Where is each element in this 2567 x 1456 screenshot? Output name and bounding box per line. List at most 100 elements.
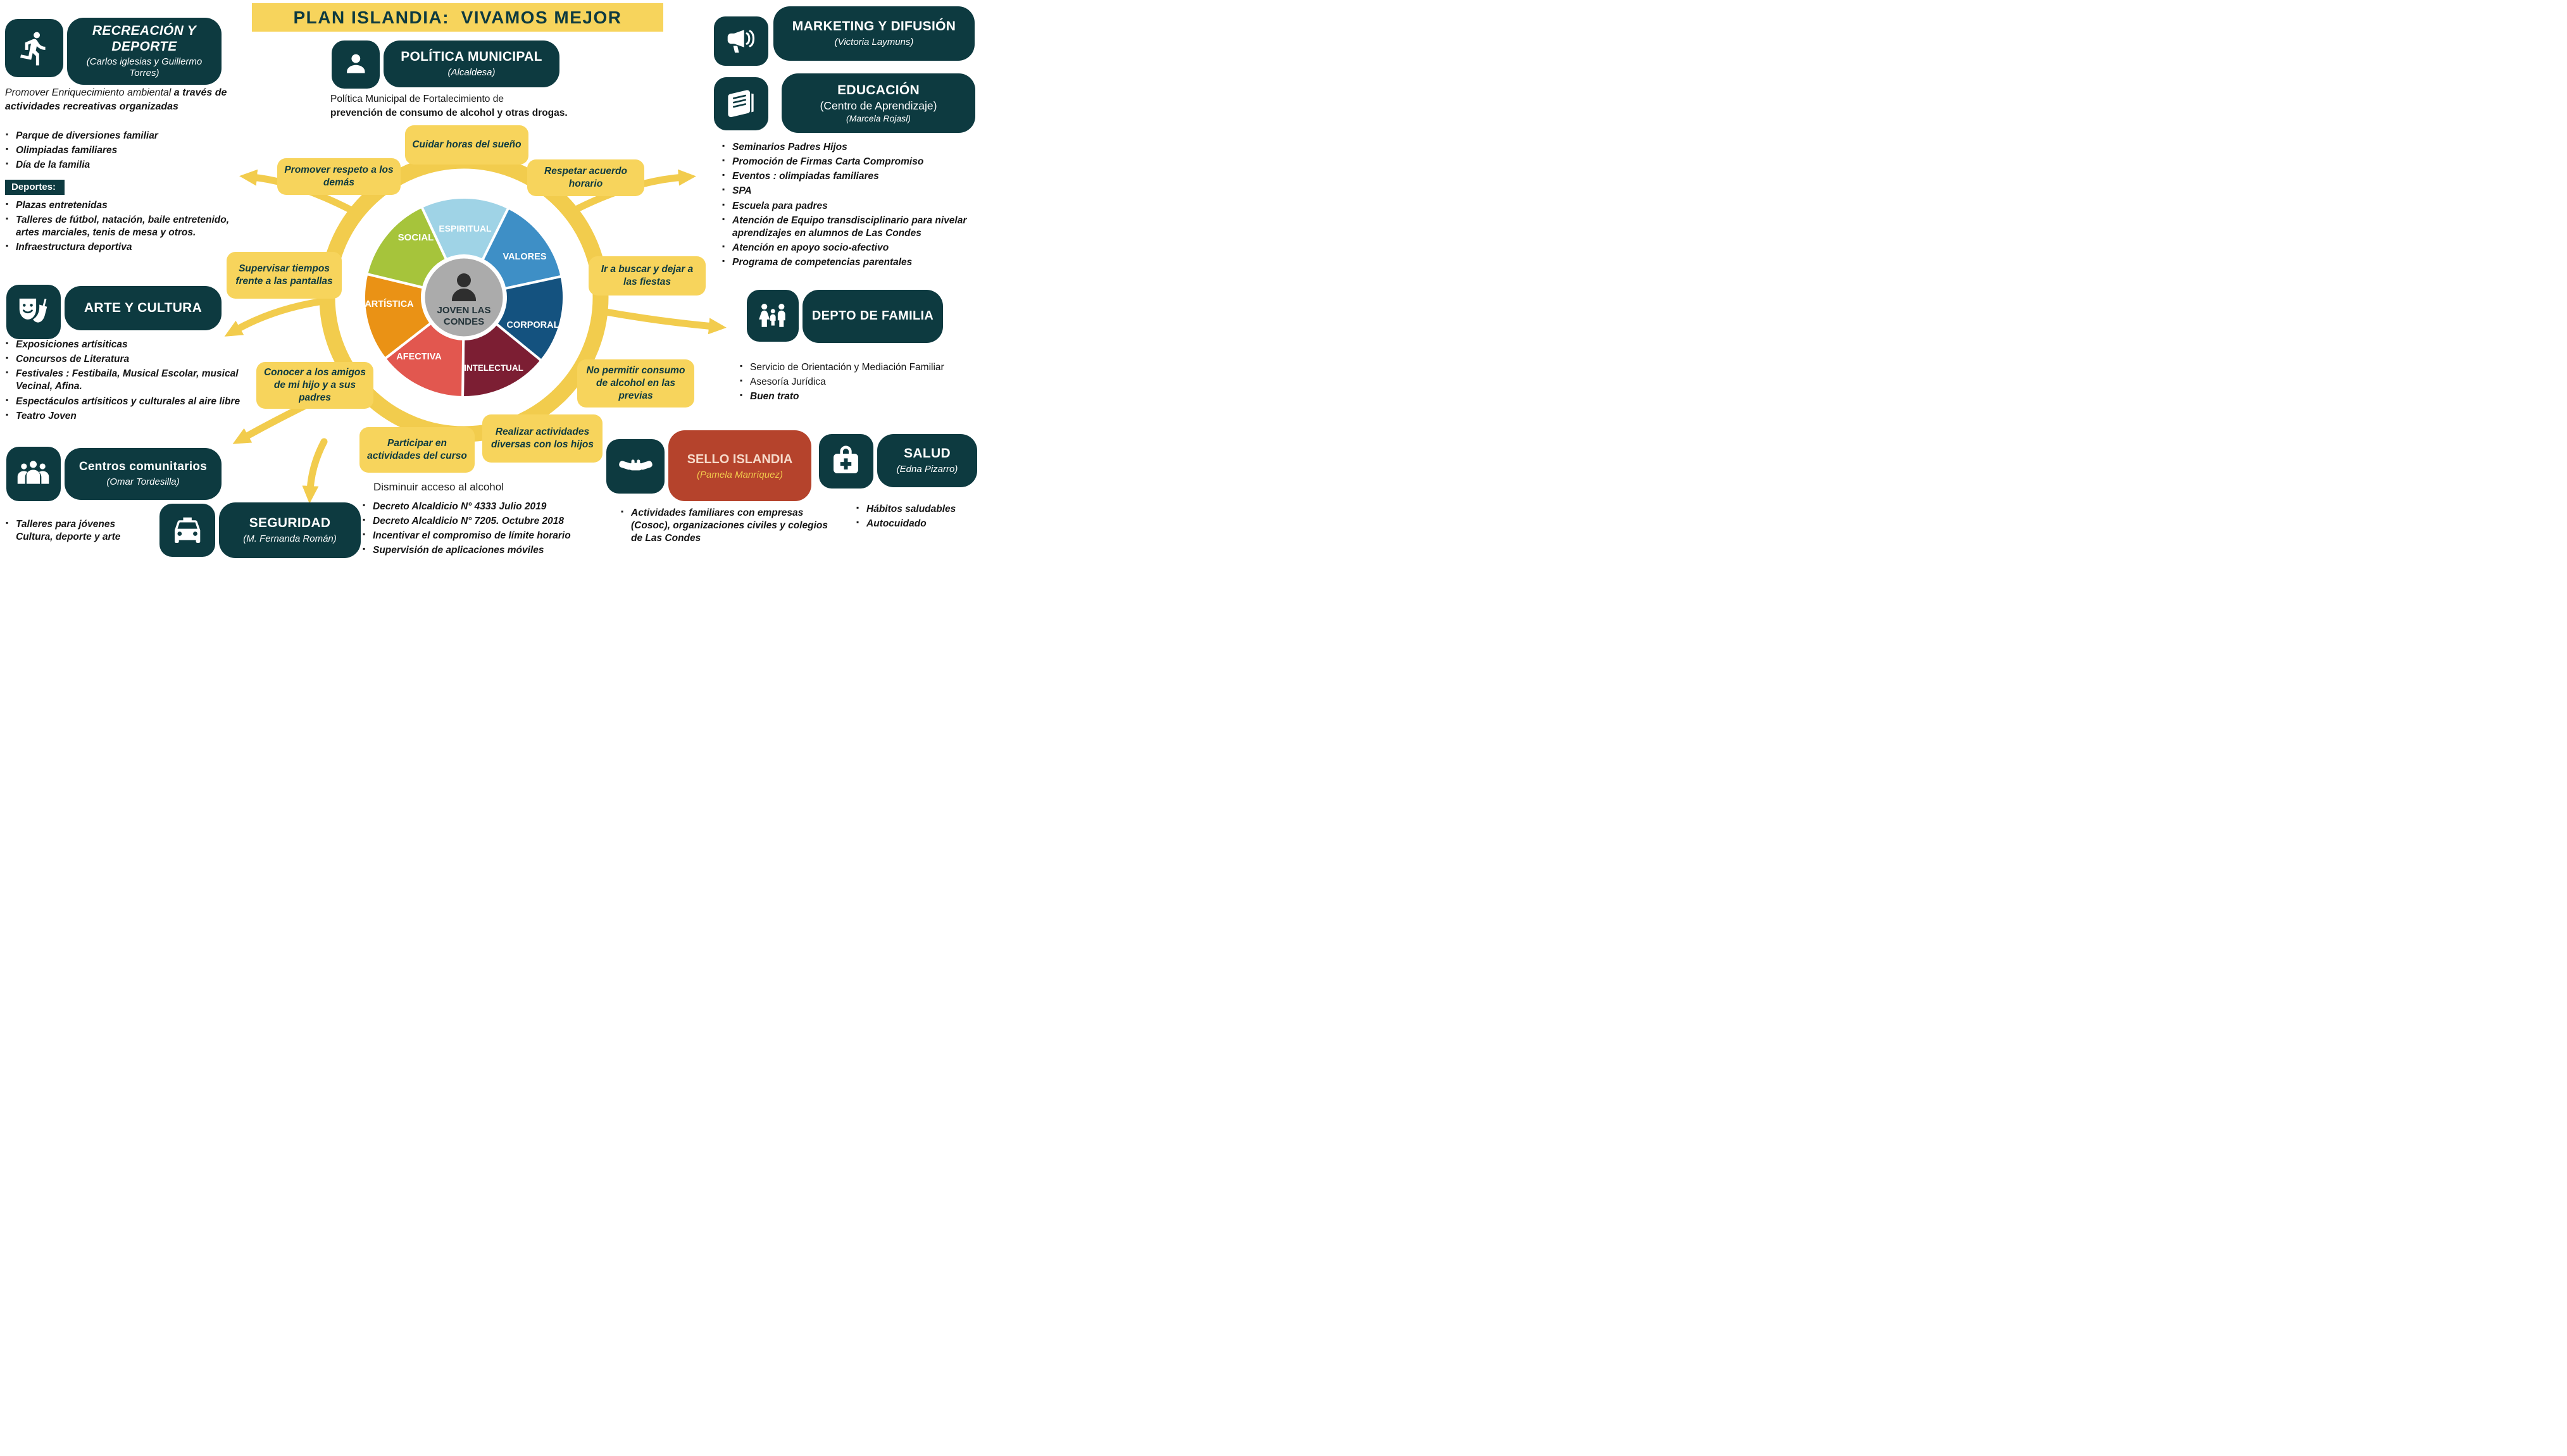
educacion-title: EDUCACIÓN — [837, 82, 920, 97]
marketing-icon-box — [714, 16, 768, 66]
taxi-icon — [174, 517, 201, 544]
list-item: Exposiciones artísiticas — [5, 339, 242, 351]
salud-title: SALUD — [904, 446, 951, 461]
list-item: Decreto Alcaldicio N° 4333 Julio 2019 — [362, 501, 630, 513]
list-item: Promoción de Firmas Carta Compromiso — [721, 156, 984, 168]
list-item: Atención de Equipo transdisciplinario pa… — [721, 215, 984, 240]
arte-title: ARTE Y CULTURA — [84, 300, 203, 315]
list-item: Talleres de fútbol, natación, baile entr… — [5, 214, 235, 239]
centros-icon-box — [6, 447, 61, 501]
politica-desc-line1: Política Municipal de Fortalecimiento de — [330, 94, 504, 104]
list-item: Supervisión de aplicaciones móviles — [362, 544, 630, 557]
segment-label-intelectual: INTELECTUAL — [464, 363, 523, 373]
list-item: Decreto Alcaldicio N° 7205. Octubre 2018 — [362, 515, 630, 528]
segment-label-corporal: CORPORAL — [507, 320, 559, 330]
deportes-list: Plazas entretenidasTalleres de fútbol, n… — [5, 197, 235, 256]
seguridad-title-box: SEGURIDAD (M. Fernanda Román) — [219, 502, 361, 558]
segment-label-social: SOCIAL — [398, 232, 434, 243]
centros-subtitle: (Omar Tordesilla) — [106, 476, 180, 487]
list-item: Plazas entretenidas — [5, 199, 235, 212]
theater-masks-icon — [20, 299, 47, 323]
wheel-center-label-line1: JOVEN LAS — [437, 305, 490, 316]
callout-no-permitir-alcohol-previas: No permitir consumo de alcohol en las pr… — [577, 359, 694, 408]
marketing-subtitle: (Victoria Laymuns) — [834, 36, 914, 47]
list-item: Autocuidado — [856, 518, 986, 530]
segment-label-espiritual: ESPIRITUAL — [439, 223, 492, 233]
recreacion-title-box: RECREACIÓN Y DEPORTE (Carlos iglesias y … — [67, 18, 222, 85]
centros-title: Centros comunitarios — [78, 460, 208, 474]
politica-title-box: POLÍTICA MUNICIPAL (Alcaldesa) — [384, 40, 559, 87]
list-item: Eventos : olimpiadas familiares — [721, 170, 984, 183]
educacion-icon-box — [714, 77, 768, 130]
list-item: Talleres para jóvenes Cultura, deporte y… — [5, 518, 152, 544]
seguridad-subtitle: (M. Fernanda Román) — [243, 533, 337, 544]
segment-label-afectiva: AFECTIVA — [396, 352, 442, 362]
list-item: Actividades familiares con empresas (Cos… — [620, 507, 830, 545]
page-title: PLAN ISLANDIA: VIVAMOS MEJOR — [293, 7, 622, 27]
list-item: Escuela para padres — [721, 200, 984, 213]
list-item: Incentivar el compromiso de límite horar… — [362, 530, 630, 542]
title-bar: PLAN ISLANDIA: VIVAMOS MEJOR — [252, 3, 663, 32]
wheel-center-label-line2: CONDES — [444, 316, 484, 327]
callout-cuidar-horas-sueno: Cuidar horas del sueño — [405, 125, 528, 165]
familia-title-box: DEPTO DE FAMILIA — [803, 290, 943, 343]
familia-title: DEPTO DE FAMILIA — [811, 309, 934, 323]
politica-desc: Política Municipal de Fortalecimiento de… — [330, 92, 634, 120]
list-item: Hábitos saludables — [856, 503, 986, 516]
infographic-canvas: PLAN ISLANDIA: VIVAMOS MEJOR RECREACIÓN … — [0, 0, 987, 560]
salud-subtitle: (Edna Pizarro) — [896, 463, 958, 475]
megaphone-icon — [728, 30, 755, 53]
list-item: Infraestructura deportiva — [5, 241, 235, 254]
list-item: Olimpiadas familiares — [5, 144, 228, 157]
callout-realizar-actividades-hijos: Realizar actividades diversas con los hi… — [482, 414, 603, 463]
deportes-badge: Deportes: — [5, 180, 65, 195]
centros-title-box: Centros comunitarios (Omar Tordesilla) — [65, 448, 222, 500]
salud-icon-box — [819, 434, 873, 488]
recreacion-intro-regular: Promover Enriquecimiento ambiental — [5, 87, 172, 98]
familia-icon-box — [747, 290, 799, 342]
sello-icon-box — [606, 439, 665, 494]
list-item: Asesoría Jurídica — [739, 376, 948, 389]
seguridad-icon-box — [159, 504, 215, 557]
educacion-title-box: EDUCACIÓN (Centro de Aprendizaje) (Marce… — [782, 73, 975, 133]
list-item: Servicio de Orientación y Mediación Fami… — [739, 361, 948, 374]
list-item: Buen trato — [739, 390, 948, 403]
centros-list: Talleres para jóvenes Cultura, deporte y… — [5, 516, 152, 545]
list-item: SPA — [721, 185, 984, 197]
family-icon — [758, 303, 785, 327]
sello-title: SELLO ISLANDIA — [687, 452, 793, 466]
educacion-subtitle2: (Marcela Rojasl) — [846, 113, 911, 123]
disminuir-heading: Disminuir acceso al alcohol — [373, 481, 504, 493]
educacion-list: Seminarios Padres HijosPromoción de Firm… — [721, 139, 984, 271]
familia-list: Servicio de Orientación y Mediación Fami… — [739, 359, 948, 405]
salud-title-box: SALUD (Edna Pizarro) — [877, 434, 977, 487]
educacion-subtitle1: (Centro de Aprendizaje) — [820, 99, 937, 113]
politica-desc-line2: prevención de consumo de alcohol y otras… — [330, 107, 568, 118]
callout-participar-actividades-curso: Participar en actividades del curso — [359, 427, 475, 473]
list-item: Parque de diversiones familiar — [5, 130, 228, 142]
recreacion-icon-box — [5, 19, 63, 77]
runner-icon — [20, 32, 46, 65]
list-item: Concursos de Literatura — [5, 353, 242, 366]
person-icon — [346, 54, 365, 73]
arrow-to-familia — [599, 308, 727, 335]
segment-label-valores: VALORES — [503, 252, 546, 262]
politica-title: POLÍTICA MUNICIPAL — [401, 49, 542, 65]
people-group-icon — [18, 461, 49, 485]
politica-icon-box — [332, 40, 380, 89]
sello-subtitle: (Pamela Manríquez) — [697, 469, 783, 480]
list-item: Espectáculos artísiticos y culturales al… — [5, 395, 242, 408]
wheel-segment-labels: ESPIRITUAL VALORES CORPORAL INTELECTUAL … — [365, 223, 559, 373]
list-item: Seminarios Padres Hijos — [721, 141, 984, 154]
politica-subtitle: (Alcaldesa) — [447, 66, 496, 78]
callout-ir-a-buscar-fiestas: Ir a buscar y dejar a las fiestas — [589, 256, 706, 296]
callout-respetar-acuerdo-horario: Respetar acuerdo horario — [527, 159, 644, 196]
list-item: Teatro Joven — [5, 410, 242, 423]
sello-title-box: SELLO ISLANDIA (Pamela Manríquez) — [668, 430, 811, 501]
youth-person-icon — [452, 273, 476, 301]
callout-supervisar-pantallas: Supervisar tiempos frente a las pantalla… — [227, 252, 342, 299]
callout-promover-respeto: Promover respeto a los demás — [277, 158, 401, 195]
arte-list: Exposiciones artísiticasConcursos de Lit… — [5, 337, 242, 425]
arte-icon-box — [6, 285, 61, 339]
recreacion-intro-bold: a través de actividades recreativas orga… — [5, 87, 227, 112]
